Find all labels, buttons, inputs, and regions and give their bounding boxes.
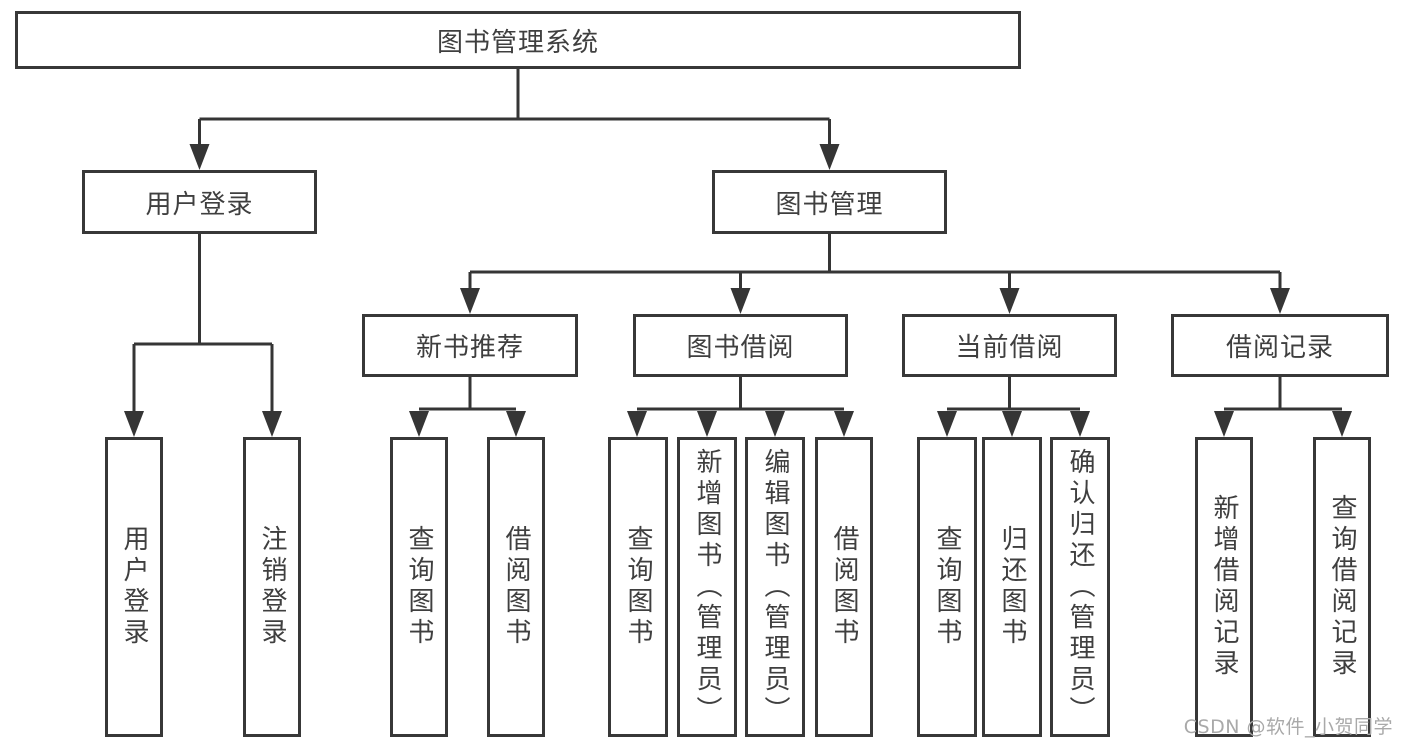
csdn-watermark: CSDN @软件_小贺同学 bbox=[1183, 716, 1393, 738]
node-book-borrowing-label: 图书借阅 bbox=[686, 333, 795, 363]
leaf-return-books: 归还图书 bbox=[982, 437, 1042, 737]
leaf-confirm-return-admin-label: 确认归还（管理员） bbox=[1065, 447, 1095, 727]
leaf-query-books-current: 查询图书 bbox=[917, 437, 977, 737]
leaf-user-login: 用户登录 bbox=[105, 437, 163, 737]
node-borrowing-records-label: 借阅记录 bbox=[1225, 333, 1334, 363]
leaf-query-borrow-record: 查询借阅记录 bbox=[1313, 437, 1371, 737]
leaf-edit-books-admin-label: 编辑图书（管理员） bbox=[760, 447, 790, 727]
leaf-edit-books-admin: 编辑图书（管理员） bbox=[745, 437, 805, 737]
node-book-management-label: 图书管理 bbox=[775, 189, 884, 220]
leaf-borrow-books-borrowing: 借阅图书 bbox=[815, 437, 873, 737]
leaf-borrow-books-recommend-label: 借阅图书 bbox=[501, 525, 531, 649]
leaf-add-borrow-record: 新增借阅记录 bbox=[1195, 437, 1253, 737]
leaf-query-books-recommend: 查询图书 bbox=[390, 437, 448, 737]
leaf-confirm-return-admin: 确认归还（管理员） bbox=[1050, 437, 1110, 737]
node-borrowing-records: 借阅记录 bbox=[1171, 314, 1389, 377]
node-library-system: 图书管理系统 bbox=[15, 11, 1021, 69]
node-current-borrowing-label: 当前借阅 bbox=[955, 333, 1064, 363]
leaf-query-books-recommend-label: 查询图书 bbox=[404, 525, 434, 649]
leaf-query-books-borrowing: 查询图书 bbox=[608, 437, 668, 737]
leaf-return-books-label: 归还图书 bbox=[997, 525, 1027, 649]
node-book-management: 图书管理 bbox=[712, 170, 947, 234]
leaf-borrow-books-borrowing-label: 借阅图书 bbox=[829, 525, 859, 649]
node-library-system-label: 图书管理系统 bbox=[436, 27, 599, 58]
leaf-user-login-label: 用户登录 bbox=[119, 525, 149, 649]
node-new-book-recommend: 新书推荐 bbox=[362, 314, 578, 377]
leaf-add-books-admin: 新增图书（管理员） bbox=[677, 437, 737, 737]
leaf-logout-label: 注销登录 bbox=[257, 525, 287, 649]
leaf-add-books-admin-label: 新增图书（管理员） bbox=[692, 447, 722, 727]
leaf-query-borrow-record-label: 查询借阅记录 bbox=[1327, 494, 1357, 680]
node-book-borrowing: 图书借阅 bbox=[633, 314, 848, 377]
node-new-book-recommend-label: 新书推荐 bbox=[415, 333, 524, 363]
leaf-query-books-current-label: 查询图书 bbox=[932, 525, 962, 649]
node-user-login: 用户登录 bbox=[82, 170, 317, 234]
leaf-add-borrow-record-label: 新增借阅记录 bbox=[1209, 494, 1239, 680]
node-user-login-label: 用户登录 bbox=[145, 189, 254, 220]
node-current-borrowing: 当前借阅 bbox=[902, 314, 1117, 377]
leaf-borrow-books-recommend: 借阅图书 bbox=[487, 437, 545, 737]
arrowheads bbox=[124, 144, 1352, 437]
leaf-logout: 注销登录 bbox=[243, 437, 301, 737]
leaf-query-books-borrowing-label: 查询图书 bbox=[623, 525, 653, 649]
